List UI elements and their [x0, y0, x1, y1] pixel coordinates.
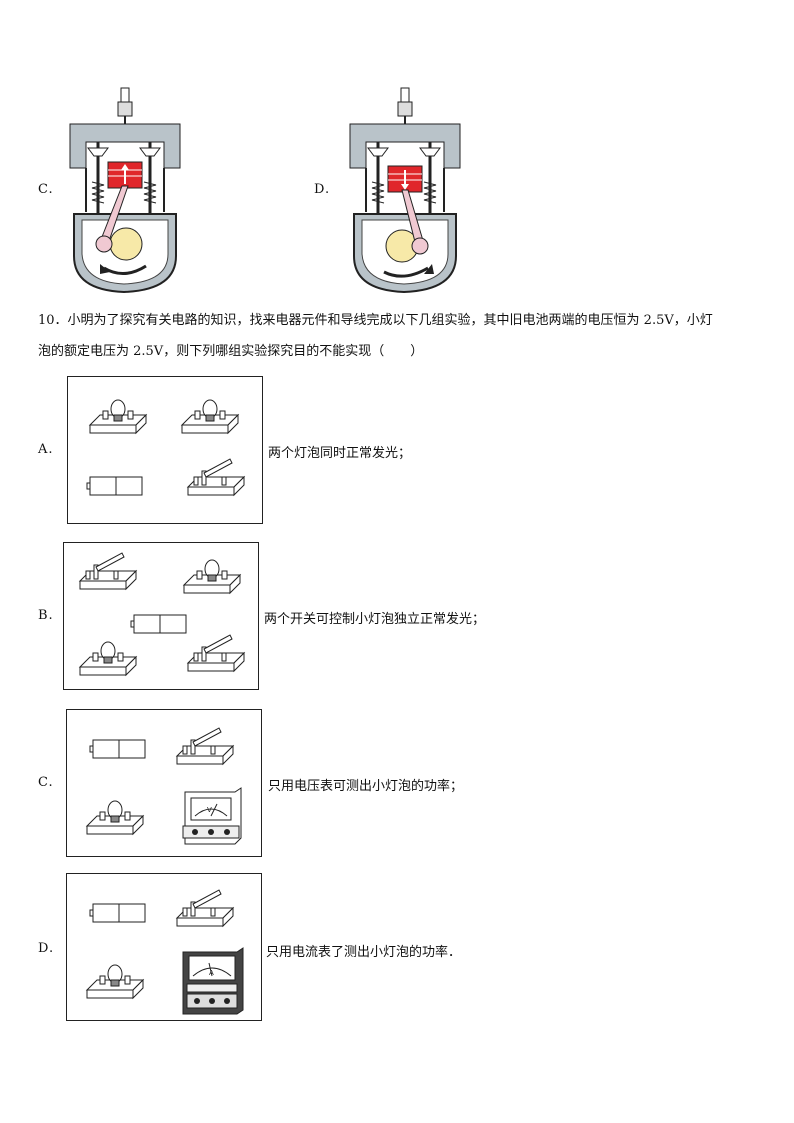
option-d-label: D.	[38, 941, 55, 956]
option-d-text: 只用电流表了测出小灯泡的功率．	[266, 945, 462, 960]
option-a-text: 两个灯泡同时正常发光；	[268, 446, 412, 461]
battery-icon	[86, 476, 143, 496]
question-10-line-1: 10．小明为了探究有关电路的知识，找来电器元件和导线完成以下几组实验，其中旧电池…	[38, 313, 713, 328]
bulb-icon	[85, 964, 145, 1000]
option-b-label: B.	[38, 608, 54, 623]
option-c-text: 只用电压表可测出小灯泡的功率；	[268, 779, 464, 794]
bulb-icon	[85, 800, 145, 836]
option-d-diagram: A	[66, 873, 262, 1021]
battery-icon	[89, 903, 146, 923]
engine-option-d-label: D.	[314, 182, 331, 197]
option-a-diagram	[67, 376, 263, 524]
svg-text:V: V	[207, 806, 212, 814]
switch-icon	[186, 634, 246, 673]
switch-icon	[78, 552, 138, 591]
option-c-diagram: V	[66, 709, 262, 857]
voltmeter-icon: V	[182, 787, 242, 845]
engine-option-c-label: C.	[38, 182, 54, 197]
battery-icon	[89, 739, 146, 759]
bulb-icon	[78, 641, 138, 677]
switch-icon	[186, 458, 246, 497]
bulb-icon	[182, 559, 242, 595]
ammeter-icon: A	[182, 947, 244, 1015]
option-b-diagram	[63, 542, 259, 690]
engine-diagram-c	[64, 86, 188, 296]
svg-text:A: A	[209, 969, 214, 977]
switch-icon	[175, 727, 235, 766]
option-c-label: C.	[38, 775, 54, 790]
switch-icon	[175, 889, 235, 928]
bulb-icon	[88, 399, 148, 435]
battery-icon	[130, 614, 187, 634]
option-b-text: 两个开关可控制小灯泡独立正常发光；	[264, 612, 486, 627]
engine-diagram-d	[344, 86, 468, 296]
bulb-icon	[180, 399, 240, 435]
question-10-line-2: 泡的额定电压为 2.5V，则下列哪组实验探究目的不能实现（ ）	[38, 344, 424, 359]
option-a-label: A.	[38, 442, 54, 457]
